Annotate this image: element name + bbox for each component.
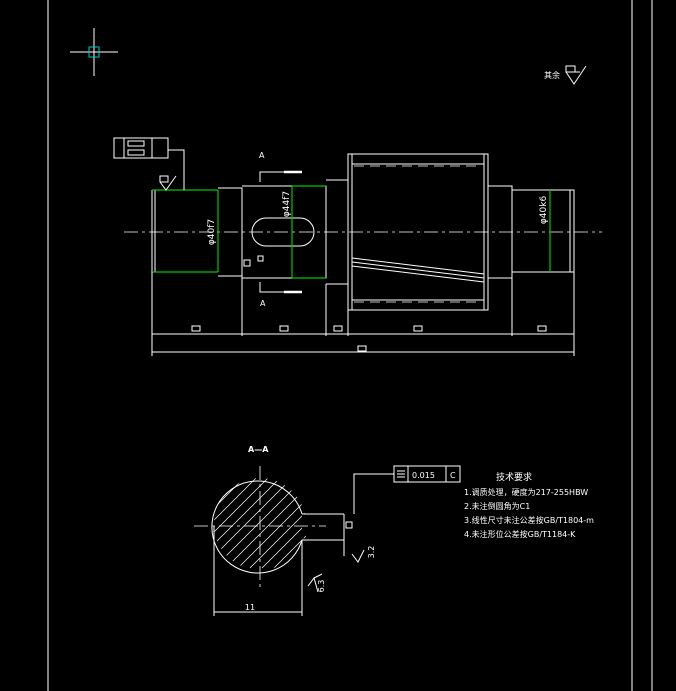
sheet-border (47, 0, 653, 691)
bottom-dim-label: 11 (245, 603, 255, 612)
right-shoulder (488, 185, 513, 279)
diam-mid-label: φ44f7 (282, 191, 292, 217)
section-aa-view[interactable]: A—A (194, 445, 594, 616)
shaft-body (347, 153, 489, 311)
tolerance-frame-top (113, 137, 185, 190)
section-outline (211, 480, 303, 574)
left-shoulder (218, 187, 243, 277)
roughness-note: 其余 (544, 65, 587, 85)
roughness-symbol-3-2: 3.2 (343, 540, 376, 563)
dimension-chain (151, 272, 575, 356)
roughness-note-label: 其余 (544, 70, 560, 80)
section-cut-top: A (259, 151, 302, 182)
svg-text:3.2: 3.2 (367, 546, 376, 559)
svg-text:A: A (259, 151, 265, 160)
section-cut-bottom: A (259, 282, 302, 308)
right-journal (512, 189, 575, 273)
diam-left-label: φ40f7 (207, 219, 217, 245)
flatness-tol-value: 0.015 (412, 471, 435, 480)
crosshair-cursor-icon[interactable] (70, 28, 118, 76)
tech-item-2: 2.未注倒圆角为C1 (464, 501, 530, 511)
section-hatching (214, 478, 306, 569)
svg-text:A: A (260, 299, 266, 308)
tech-title: 技术要求 (496, 471, 532, 483)
key-section (242, 185, 327, 279)
flatness-tolerance-frame: 0.015 C (353, 465, 461, 514)
technical-requirements: 技术要求 1.调质处理，硬度为217-255HBW 2.未注倒圆角为C1 3.线… (464, 471, 594, 539)
tech-item-4: 4.未注形位公差按GB/T1184-K (464, 529, 576, 539)
tech-item-1: 1.调质处理，硬度为217-255HBW (464, 487, 588, 497)
tech-item-3: 3.线性尺寸未注公差按GB/T1804-m (464, 515, 594, 525)
keyway-slot (251, 217, 315, 247)
bottom-dimension: 11 (213, 526, 303, 616)
roughness-symbol-6-3: 6.3 (307, 573, 326, 593)
shaft-main-view[interactable]: φ40f7 φ44f7 φ40k6 A A (113, 137, 602, 356)
svg-text:6.3: 6.3 (317, 580, 326, 593)
roughness-symbol-left (159, 175, 177, 191)
diam-right-label: φ40k6 (539, 196, 549, 225)
section-view-title: A—A (248, 445, 269, 454)
flatness-datum: C (450, 471, 456, 480)
